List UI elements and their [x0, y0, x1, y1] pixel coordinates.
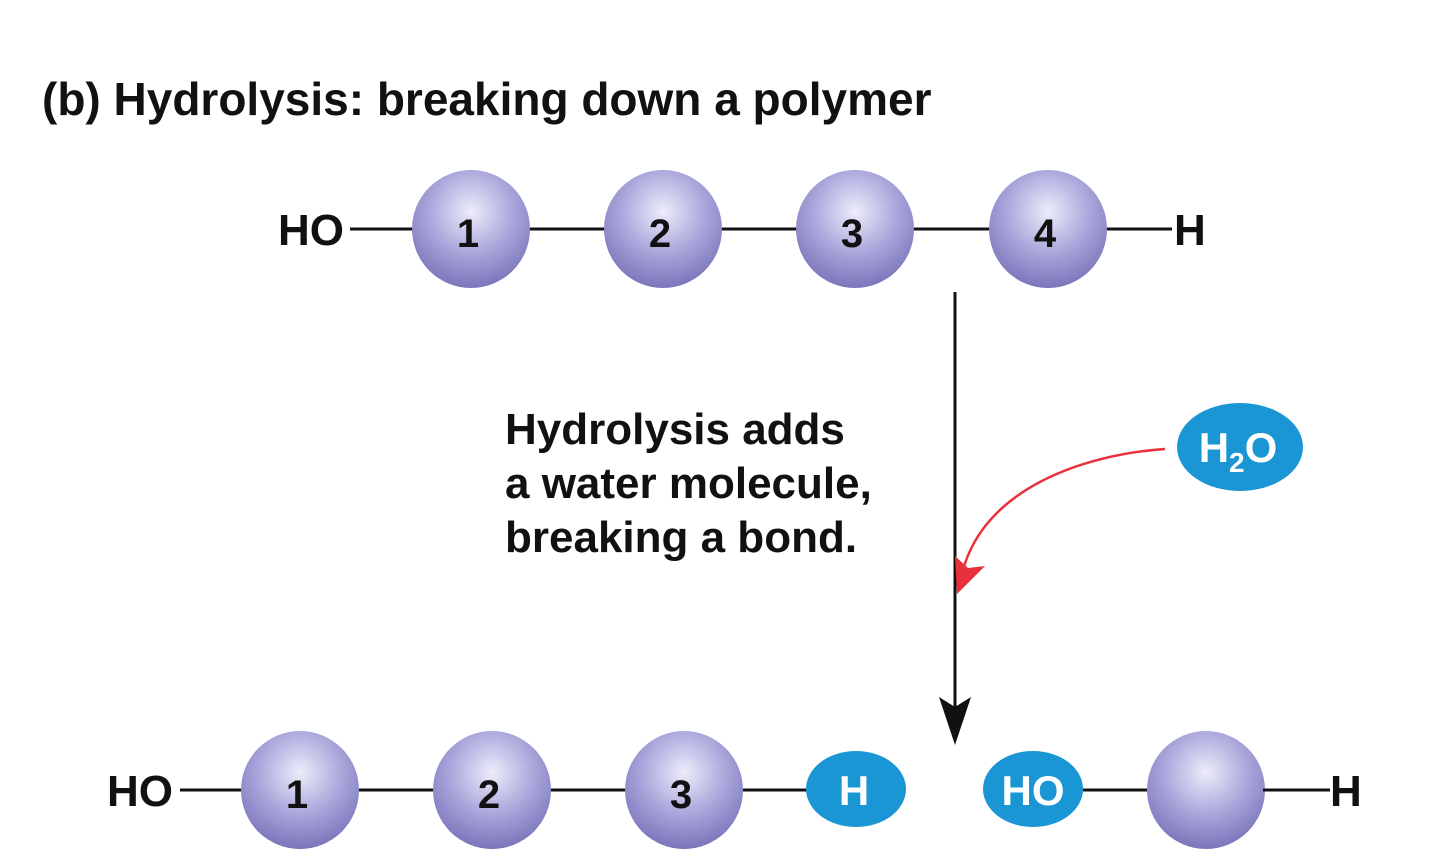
hydrolysis-caption: Hydrolysis adds a water molecule, breaki… — [505, 403, 872, 565]
monomer-1: 1 — [412, 170, 530, 288]
water-h: H — [1199, 424, 1229, 471]
monomer-2: 2 — [604, 170, 722, 288]
polymer-top: HO 1 2 3 4 H — [278, 170, 1206, 288]
right-end-label: H — [1174, 206, 1206, 255]
monomer-number: 3 — [841, 212, 863, 256]
monomer-number: 1 — [457, 212, 479, 256]
water-o: O — [1245, 424, 1278, 471]
monomer-3: 3 — [796, 170, 914, 288]
monomer-number: 2 — [649, 212, 671, 256]
monomer-1: 1 — [241, 731, 359, 849]
water-molecule: H2O — [1177, 403, 1303, 491]
left-end-label: HO — [107, 767, 173, 816]
added-hydrogen: H — [806, 751, 906, 827]
caption-line-3: breaking a bond. — [505, 513, 858, 562]
added-ho-label: HO — [1002, 767, 1065, 814]
added-hydroxyl: HO — [983, 751, 1083, 827]
reaction-arrow — [939, 292, 971, 745]
left-end-label: HO — [278, 206, 344, 255]
product-fragment-right: HO H — [983, 731, 1362, 849]
monomer-number: 3 — [670, 773, 692, 817]
right-end-label: H — [1330, 767, 1362, 816]
water-subscript: 2 — [1229, 447, 1245, 478]
caption-line-2: a water molecule, — [505, 459, 872, 508]
monomer-number: 2 — [478, 773, 500, 817]
diagram-title: (b) Hydrolysis: breaking down a polymer — [42, 73, 932, 125]
caption-line-1: Hydrolysis adds — [505, 405, 845, 454]
product-fragment-left: HO 1 2 3 H — [107, 731, 906, 849]
red-arrow-head — [955, 556, 985, 594]
monomer-3: 3 — [625, 731, 743, 849]
added-h-label: H — [839, 767, 869, 814]
monomer-2: 2 — [433, 731, 551, 849]
monomer-4: 4 — [989, 170, 1107, 288]
arrow-head — [939, 697, 971, 745]
monomer-number: 4 — [1034, 212, 1057, 256]
water-formula: H2O — [1199, 424, 1278, 478]
monomer-number: 1 — [286, 773, 308, 817]
water-addition-arrow — [955, 447, 1166, 594]
monomer-released — [1147, 731, 1265, 849]
